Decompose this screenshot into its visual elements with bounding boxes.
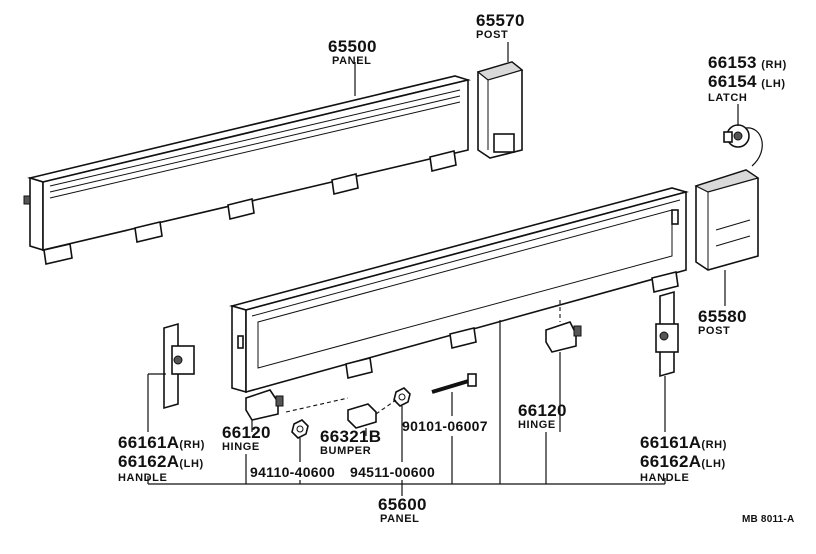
- callout-nut-right: 94511-00600: [350, 464, 435, 481]
- part-name: HANDLE: [640, 472, 690, 484]
- callout-bolt: 90101-06007: [402, 418, 488, 435]
- nuts-drawing: [291, 387, 411, 439]
- part-name: HANDLE: [118, 472, 168, 484]
- bolt-drawing: [431, 373, 477, 394]
- left-handle-drawing: [163, 322, 195, 410]
- part-number: 90101-06007: [402, 418, 488, 434]
- callout-panel-lower: 65600 PANEL: [378, 496, 427, 525]
- leader-lines: [147, 42, 739, 496]
- part-number: 66120: [222, 423, 271, 442]
- callout-handle-right: 66161A(RH) 66162A(LH) HANDLE: [640, 434, 727, 484]
- right-handle-drawing: [655, 290, 679, 378]
- part-name: HINGE: [222, 441, 260, 453]
- drawing-code: MB 8011-A: [742, 514, 795, 525]
- part-name: PANEL: [332, 55, 372, 67]
- part-number-lh: 66162A: [118, 452, 180, 471]
- callout-bumper: 66321B BUMPER: [320, 428, 381, 457]
- part-name: HINGE: [518, 419, 556, 431]
- upper-post-drawing: [476, 61, 524, 159]
- callout-panel-upper: 65500 PANEL: [328, 38, 377, 67]
- side-rh: (RH): [761, 59, 787, 71]
- callout-hinge-right: 66120 HINGE: [518, 402, 567, 431]
- part-number-rh: 66153: [708, 53, 757, 72]
- callout-handle-left: 66161A(RH) 66162A(LH) HANDLE: [118, 434, 205, 484]
- part-name: POST: [698, 325, 731, 337]
- part-number: 94511-00600: [350, 464, 436, 480]
- part-number: 66120: [518, 401, 567, 420]
- lower-panel-drawing: [229, 187, 689, 394]
- callout-nut-left: 94110-40600: [250, 464, 335, 481]
- callout-post-right: 65580 POST: [698, 308, 747, 337]
- right-post-drawing: [694, 169, 760, 271]
- right-hinge-drawing: [545, 300, 582, 353]
- left-hinge-drawing: [245, 389, 284, 421]
- part-number: 65580: [698, 307, 747, 326]
- part-name: BUMPER: [320, 445, 372, 457]
- upper-panel-drawing: [23, 75, 472, 265]
- part-number: 66321B: [320, 427, 382, 446]
- side-rh: (RH): [701, 439, 727, 451]
- callout-hinge-left: 66120 HINGE: [222, 424, 271, 453]
- callout-post-upper: 65570 POST: [476, 12, 525, 41]
- part-name: POST: [476, 29, 509, 41]
- part-number: 65570: [476, 11, 525, 30]
- part-name: LATCH: [708, 92, 748, 104]
- part-number: 94110-40600: [250, 464, 336, 480]
- part-number-rh: 66161A: [640, 433, 702, 452]
- part-number-rh: 66161A: [118, 433, 180, 452]
- side-lh: (LH): [179, 458, 204, 470]
- side-lh: (LH): [761, 78, 786, 90]
- part-number: 65500: [328, 37, 377, 56]
- part-name: PANEL: [380, 513, 420, 525]
- latch-drawing: [723, 124, 763, 167]
- side-rh: (RH): [179, 439, 205, 451]
- part-number-lh: 66154: [708, 72, 757, 91]
- bumper-drawing: [285, 397, 377, 429]
- side-lh: (LH): [701, 458, 726, 470]
- part-number-lh: 66162A: [640, 452, 702, 471]
- part-number: 65600: [378, 495, 427, 514]
- callout-latch: 66153 (RH) 66154 (LH) LATCH: [708, 54, 787, 104]
